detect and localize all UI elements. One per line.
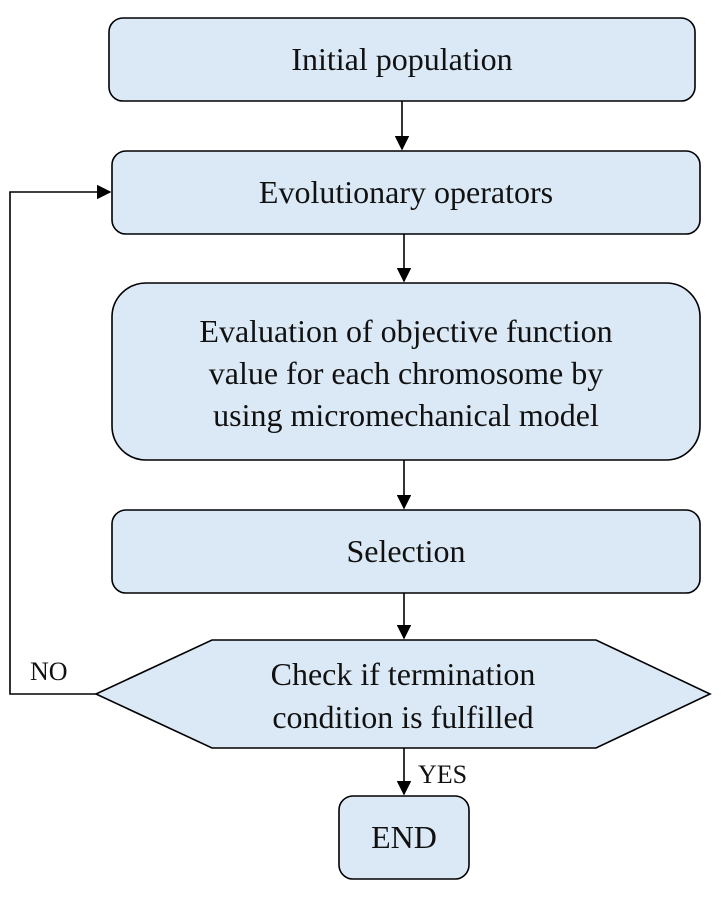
node-label: END (371, 819, 437, 855)
edge-no-loop (9, 184, 112, 695)
node-evaluation: Evaluation of objective function value f… (111, 282, 701, 461)
node-initial-population: Initial population (108, 17, 696, 102)
node-selection: Selection (111, 509, 701, 594)
node-label-line-2: condition is fulfilled (272, 699, 533, 735)
node-evolutionary-operators: Evolutionary operators (111, 150, 701, 235)
node-termination-check: Check if termination condition is fulfil… (94, 639, 712, 749)
node-label-line-1: Evaluation of objective function (199, 313, 612, 349)
edge-label-no: NO (30, 657, 68, 686)
node-label-line-3: using micromechanical model (213, 397, 599, 433)
edge-label-yes: YES (418, 760, 467, 789)
node-label: Initial population (291, 41, 512, 77)
node-label: Selection (346, 533, 465, 569)
node-label: Evolutionary operators (259, 174, 553, 210)
node-label-line-1: Check if termination (271, 656, 536, 692)
node-label-line-2: value for each chromosome by (209, 355, 604, 391)
node-end: END (338, 795, 470, 880)
